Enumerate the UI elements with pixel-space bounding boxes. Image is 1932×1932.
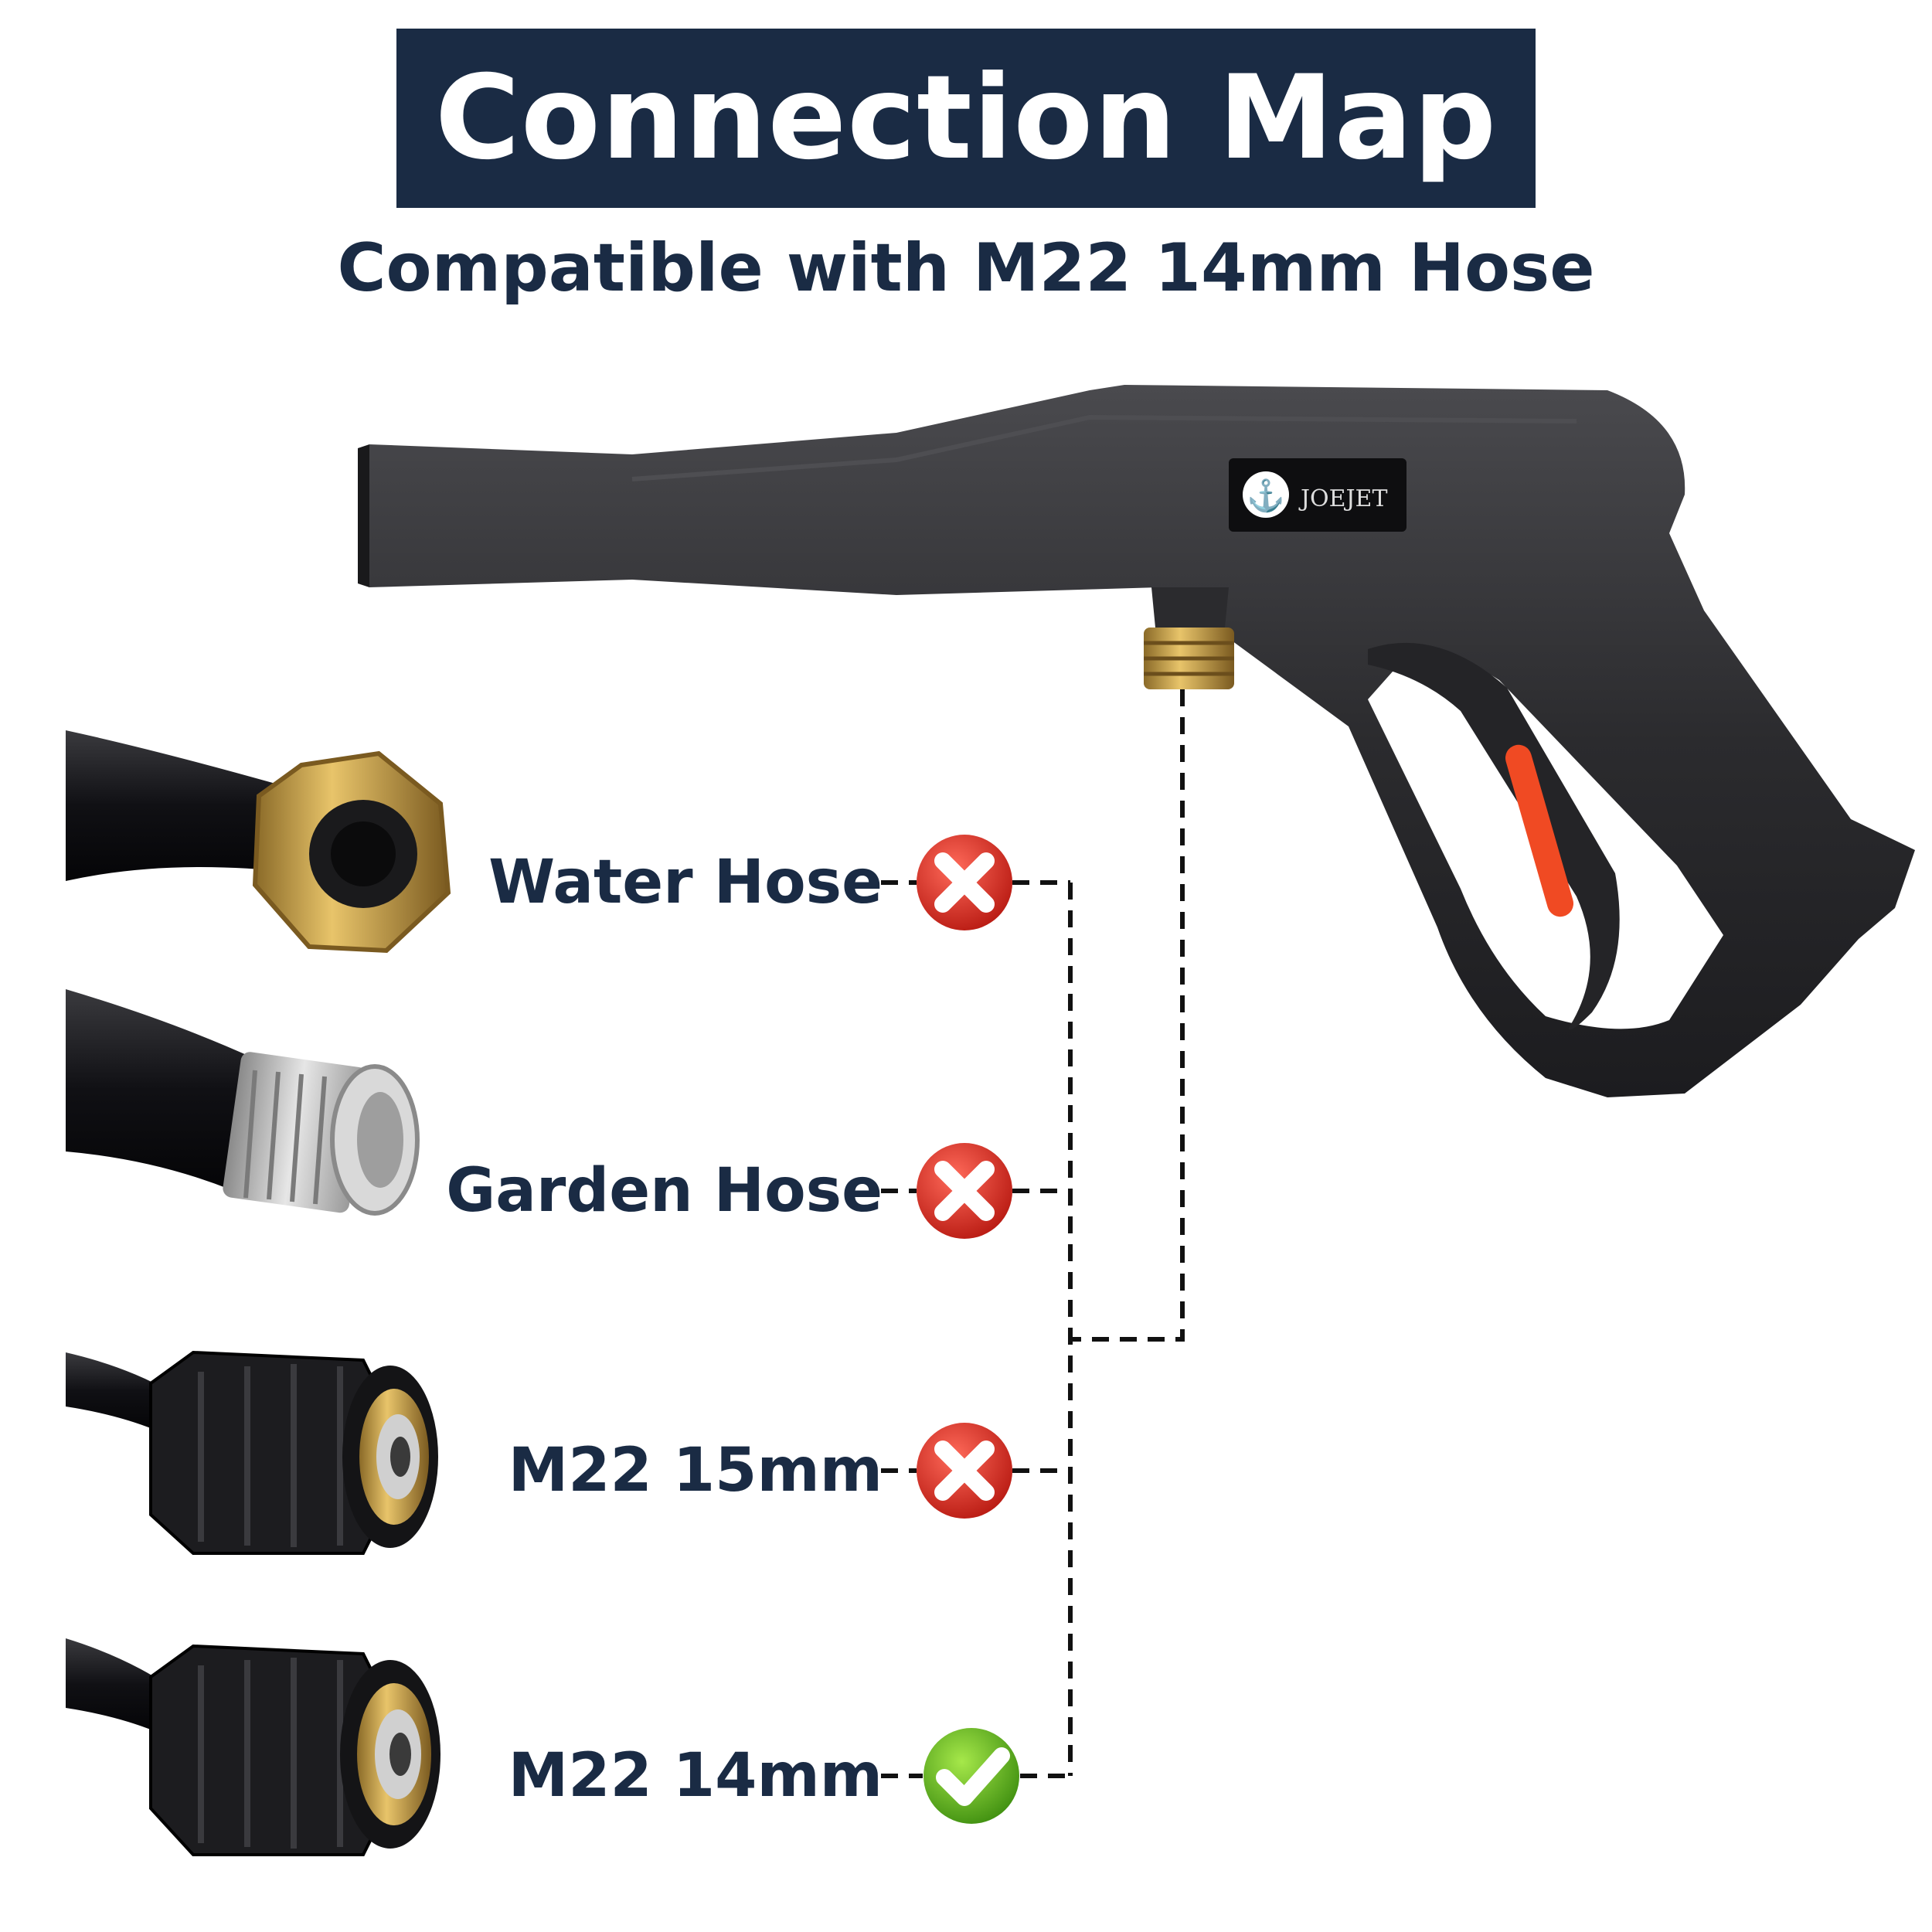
x-mark-icon: [917, 1143, 1012, 1239]
page-title: Connection Map: [434, 51, 1498, 185]
trigger: [1368, 642, 1620, 1030]
hose-label-m22-15mm: M22 15mm: [508, 1436, 883, 1505]
brand-logo-icon: [1243, 471, 1289, 518]
check-mark-icon: [923, 1728, 1019, 1824]
brand-name: JOEJET: [1298, 485, 1387, 512]
x-mark-icon: [917, 1423, 1012, 1519]
gun-ridge-line: [631, 414, 1577, 481]
m22-14mm-hose-image: [66, 1638, 440, 1856]
gun-connector-line: [1070, 689, 1185, 1342]
gun-nozzle-end: [358, 444, 369, 587]
x-mark-icon: [917, 835, 1012, 930]
hose-label-m22-14mm: M22 14mm: [508, 1741, 883, 1811]
svg-text:⚓: ⚓: [1247, 478, 1285, 514]
hose-label-water-hose: Water Hose: [488, 848, 883, 917]
hose-label-garden-hose: Garden Hose: [446, 1156, 883, 1226]
trigger-lock-accent: [1505, 744, 1574, 917]
m22-15mm-hose-image: [66, 1350, 438, 1555]
title-banner: Connection Map: [396, 29, 1536, 208]
spray-gun-image: ⚓ JOEJET: [358, 385, 1915, 1097]
gun-inlet-collar: [1151, 587, 1229, 628]
connector-lines: [881, 689, 1185, 1778]
water-hose-image: [66, 730, 451, 954]
page-subtitle: Compatible with M22 14mm Hose: [337, 230, 1595, 307]
garden-hose-image: [66, 989, 420, 1216]
